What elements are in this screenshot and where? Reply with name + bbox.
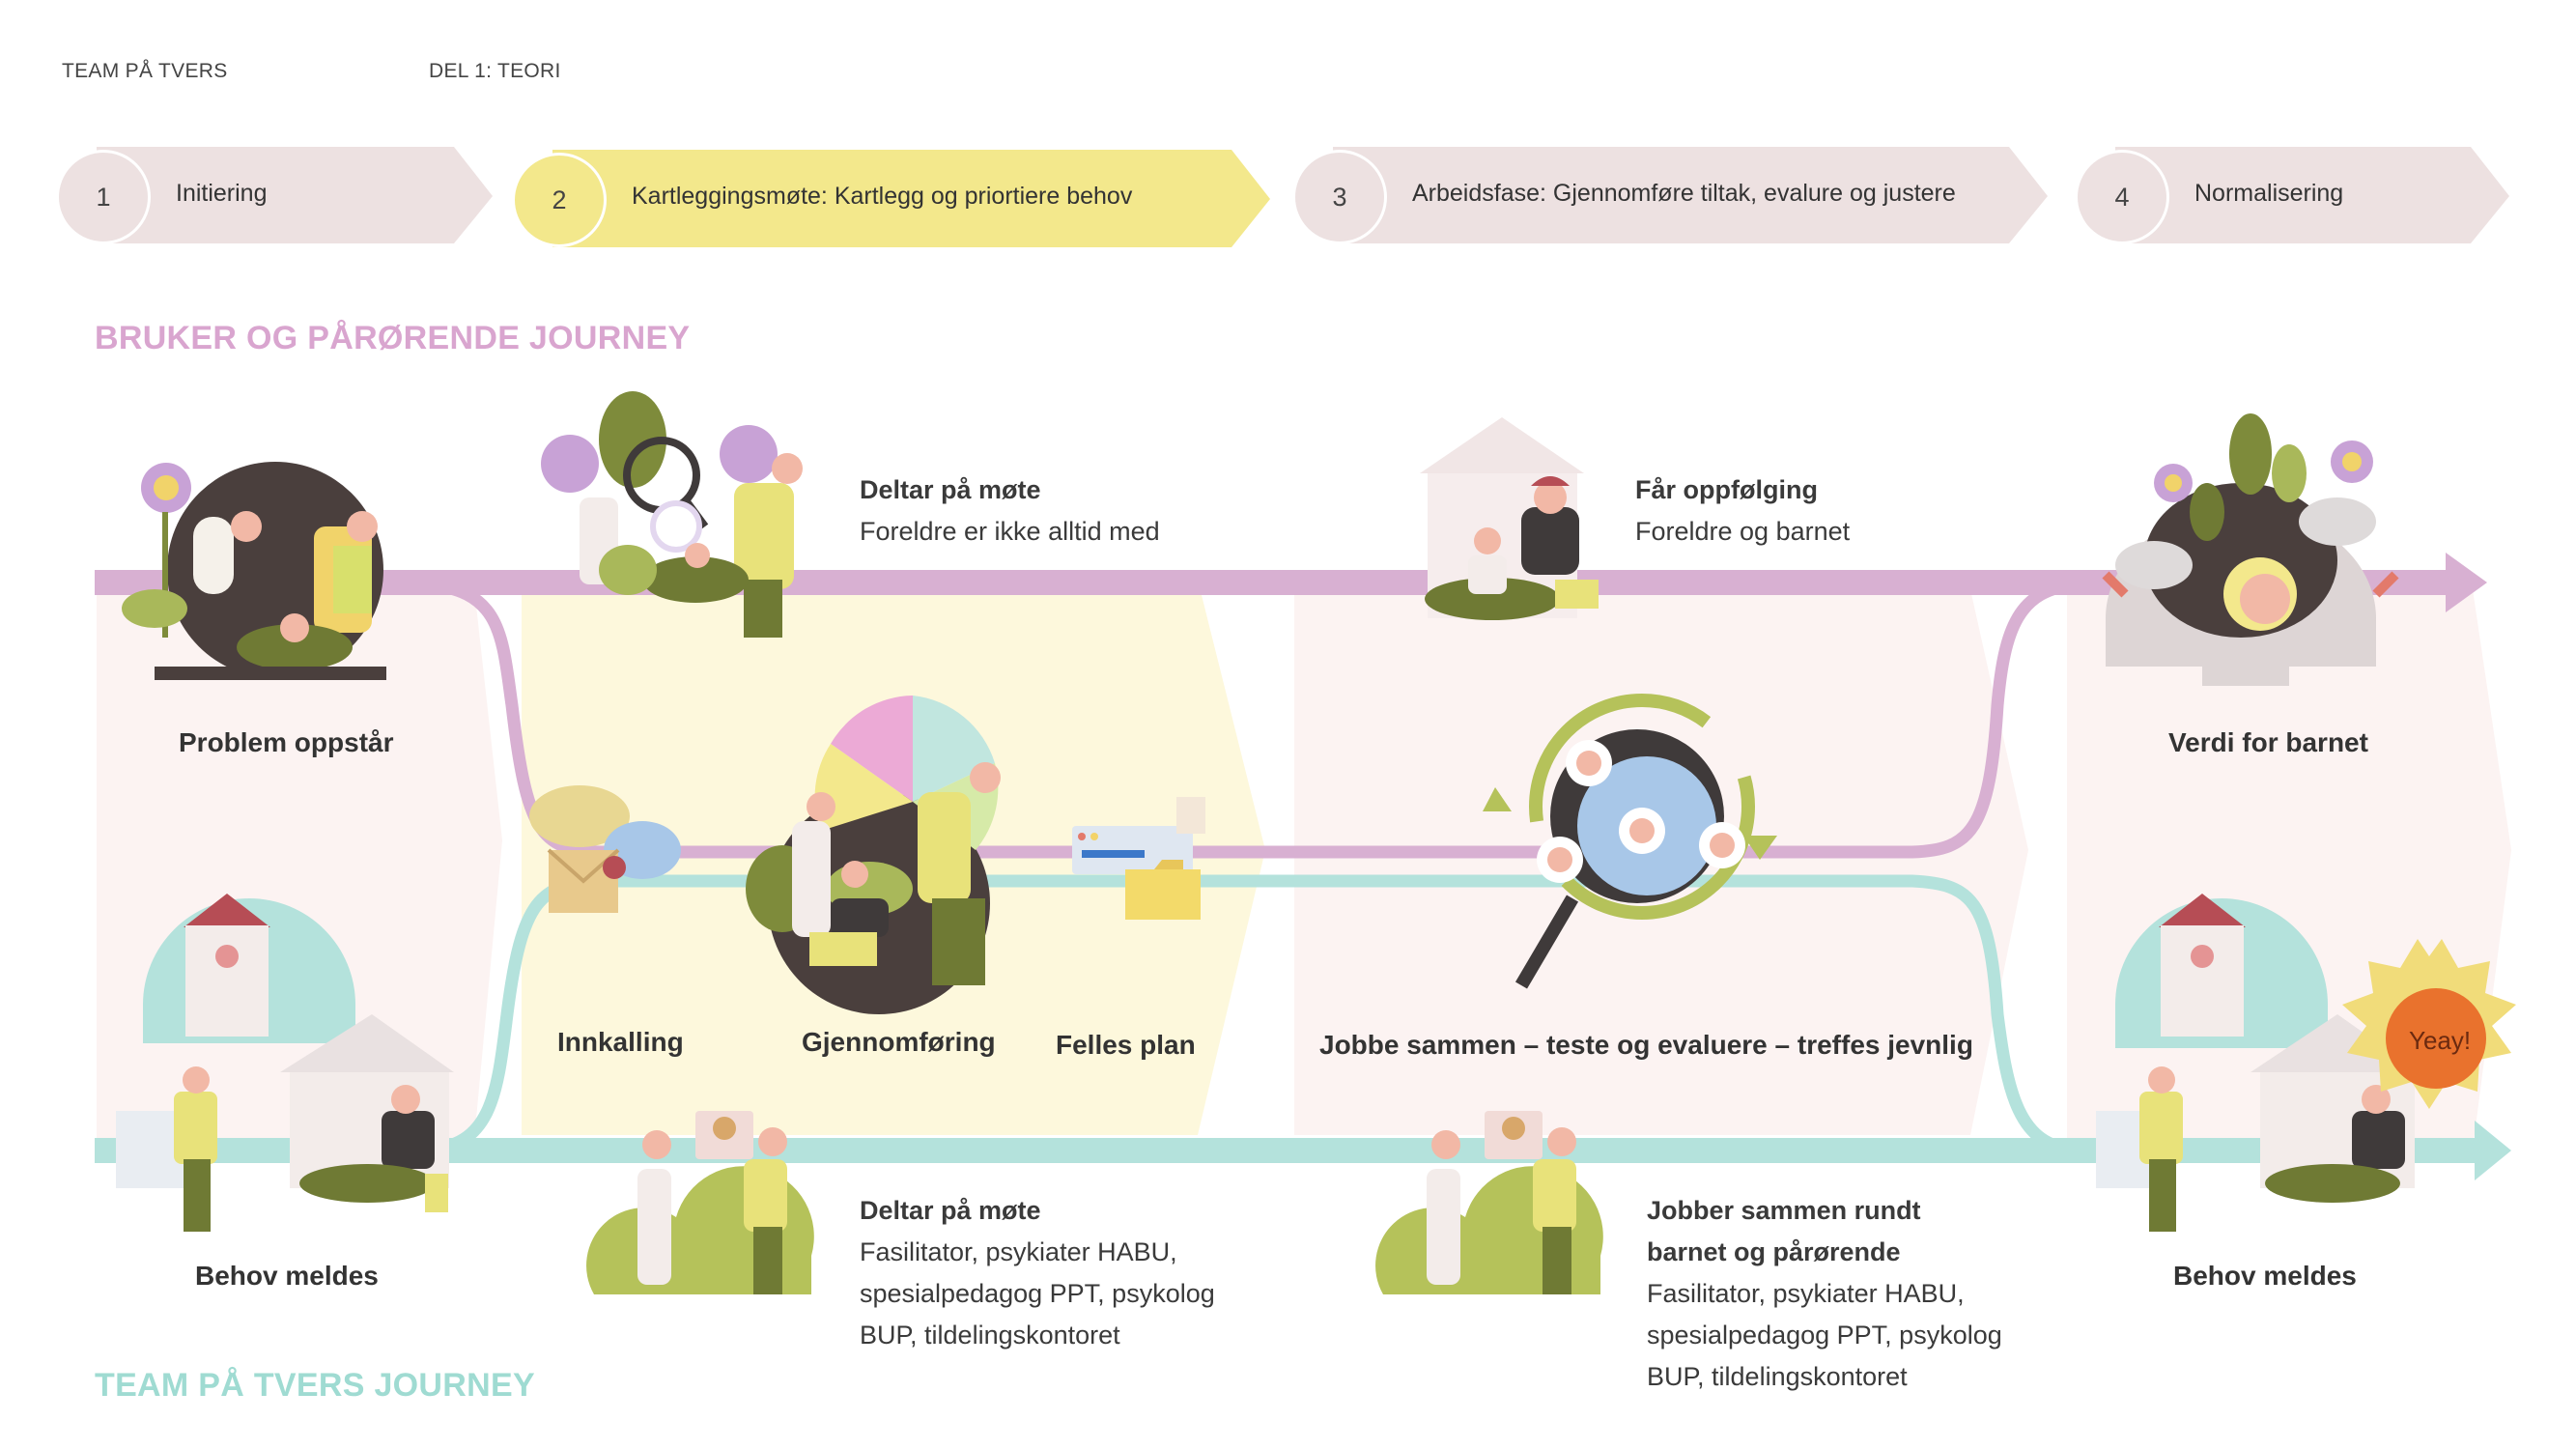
stage-chevron-2 xyxy=(552,150,1270,247)
stage-chevron-3 xyxy=(1333,147,2048,243)
stage-number-2: 2 xyxy=(512,153,607,247)
work-together-label: Jobbe sammen – teste og evaluere – treff… xyxy=(1319,1030,1973,1060)
team-arrow-icon xyxy=(2475,1121,2511,1180)
team-meeting-line-2: spesialpedagog PPT, psykolog xyxy=(860,1279,1215,1308)
team-work-note: Jobber sammen rundt barnet og pårørende … xyxy=(1647,1190,2002,1398)
followup-title: Får oppfølging xyxy=(1635,475,1818,504)
followup-line: Foreldre og barnet xyxy=(1635,517,1851,546)
execute-illustration xyxy=(746,696,1001,1014)
plan-icon xyxy=(1072,797,1205,920)
stage-label-4: Normalisering xyxy=(2194,180,2344,207)
stage-chevron-4 xyxy=(2115,147,2509,243)
followup-note: Får oppfølging Foreldre og barnet xyxy=(1635,469,1850,553)
need-left-label: Behov meldes xyxy=(195,1261,379,1291)
execute-label: Gjennomføring xyxy=(802,1027,996,1057)
value-illustration xyxy=(2102,413,2399,686)
invite-icon xyxy=(529,785,681,913)
stage-label-1: Initiering xyxy=(176,180,268,207)
user-meeting-illustration xyxy=(541,391,803,638)
team-meeting-note: Deltar på møte Fasilitator, psykiater HA… xyxy=(860,1190,1215,1356)
team-meeting-title: Deltar på møte xyxy=(860,1196,1041,1225)
team-meeting-line-1: Fasilitator, psykiater HABU, xyxy=(860,1237,1177,1266)
header-left: TEAM PÅ TVERS xyxy=(62,60,228,82)
work-together-illustration xyxy=(1483,694,1777,989)
stage-number-4: 4 xyxy=(2075,150,2169,244)
team-work-title: Jobber sammen rundt xyxy=(1647,1196,1921,1225)
yeay-label: Yeay! xyxy=(2409,1026,2472,1055)
header-right: DEL 1: TEORI xyxy=(429,60,561,82)
team-journey-line xyxy=(95,1138,2480,1163)
stage-number-1: 1 xyxy=(56,150,151,244)
stage-label-2: Kartleggingsmøte: Kartlegg og priortiere… xyxy=(632,183,1133,210)
stage-label-3: Arbeidsfase: Gjennomføre tiltak, evalure… xyxy=(1412,180,1956,207)
stage-number-3: 3 xyxy=(1292,150,1387,244)
need-left-illustration xyxy=(116,894,454,1232)
team-work-line-2: spesialpedagog PPT, psykolog xyxy=(1647,1321,2002,1350)
stage-chevron-1 xyxy=(97,147,493,243)
problem-illustration xyxy=(122,462,386,680)
sun-icon xyxy=(2342,939,2516,1109)
invite-label: Innkalling xyxy=(557,1027,684,1057)
team-work-line-3: BUP, tildelingskontoret xyxy=(1647,1362,1908,1391)
problem-label: Problem oppstår xyxy=(179,727,394,757)
user-journey-title: BRUKER OG PÅRØRENDE JOURNEY xyxy=(95,320,691,356)
followup-illustration xyxy=(1420,417,1599,620)
team-meeting-line-3: BUP, tildelingskontoret xyxy=(860,1321,1120,1350)
team-work-title-2: barnet og pårørende xyxy=(1647,1237,1901,1266)
need-right-label: Behov meldes xyxy=(2173,1261,2357,1291)
need-right-illustration xyxy=(2096,894,2420,1232)
user-meeting-line: Foreldre er ikke alltid med xyxy=(860,517,1160,546)
user-arrow-icon xyxy=(2446,553,2487,612)
user-meeting-note: Deltar på møte Foreldre er ikke alltid m… xyxy=(860,469,1160,553)
team-meeting-illustration xyxy=(586,1111,814,1294)
team-work-illustration xyxy=(1375,1111,1603,1294)
plan-label: Felles plan xyxy=(1056,1030,1196,1060)
team-work-line-1: Fasilitator, psykiater HABU, xyxy=(1647,1279,1965,1308)
user-meeting-title: Deltar på møte xyxy=(860,475,1041,504)
team-journey-title: TEAM PÅ TVERS JOURNEY xyxy=(95,1367,535,1404)
value-label: Verdi for barnet xyxy=(2168,727,2368,757)
